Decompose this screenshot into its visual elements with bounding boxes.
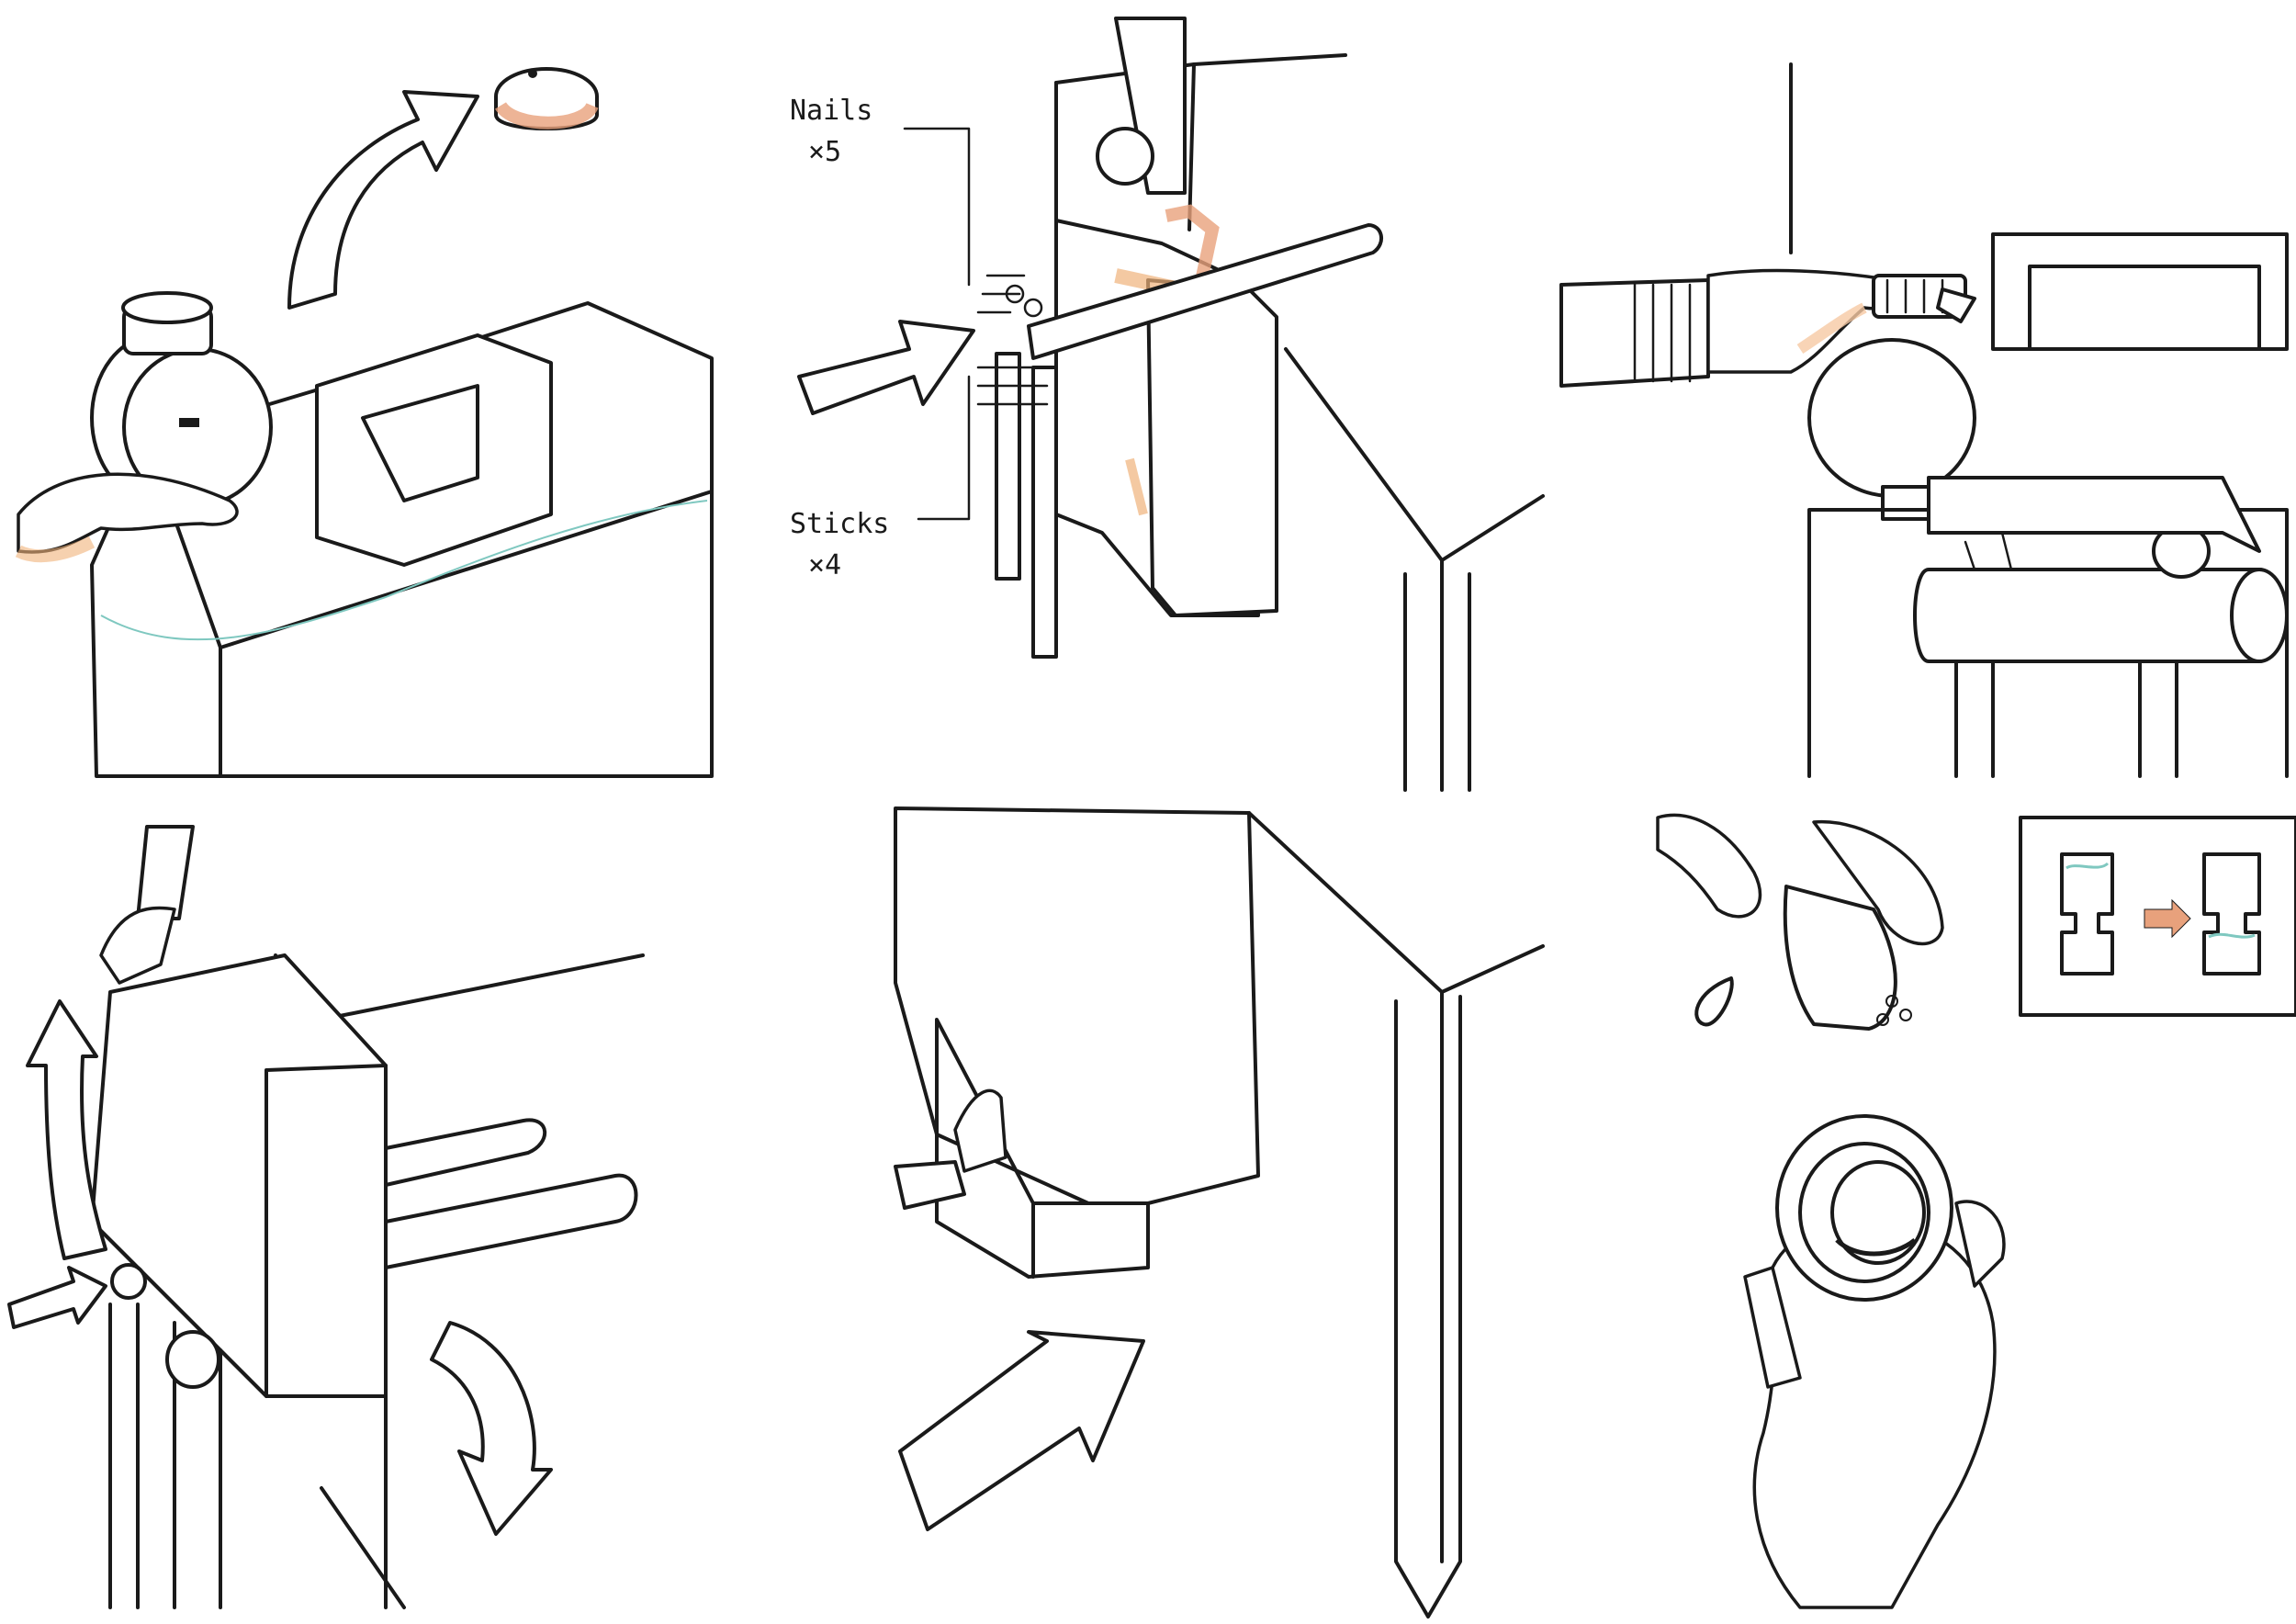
nails-callout-line — [903, 127, 971, 287]
nails-label: Nails — [790, 95, 872, 127]
stick-vertical-2 — [1031, 366, 1058, 659]
nails-quantity: ×5 — [808, 136, 841, 168]
jerrycan-large — [894, 806, 1260, 1205]
jerrycan-handle — [315, 333, 553, 567]
rotate-arrow — [287, 90, 479, 310]
panel-2: Nails ×5 Sticks ×4 — [790, 17, 1545, 792]
stick-horizontal — [1027, 223, 1383, 360]
stick-long — [384, 1118, 547, 1187]
down-arrow — [430, 1321, 553, 1536]
hand-top — [99, 906, 176, 985]
insert-arrow — [7, 1266, 107, 1329]
lift-arrow — [26, 999, 107, 1260]
bottle-cap-removed — [494, 67, 599, 130]
push-arrow — [797, 320, 975, 415]
panel-3 — [1559, 62, 2289, 778]
stick-vertical-1 — [995, 352, 1021, 581]
hand-squeeze — [1656, 813, 1762, 919]
tap-round — [1807, 338, 1976, 498]
sticks-quantity: ×4 — [808, 549, 841, 581]
hand-left — [17, 472, 239, 554]
filter-cap — [1783, 885, 1897, 1031]
crossbar — [1913, 568, 2282, 663]
water-drop — [1694, 976, 1734, 1027]
panel-1 — [15, 67, 714, 778]
panel-5 — [894, 806, 1545, 1618]
push-arrow-large — [898, 1330, 1145, 1531]
panel-6 — [1656, 813, 2296, 1609]
hand-pushing — [953, 1088, 1007, 1173]
jerrycan-top — [1991, 232, 2289, 351]
sticks-callout-line — [917, 375, 971, 521]
sticks-label: Sticks — [790, 508, 889, 540]
panel-4 — [7, 825, 645, 1609]
